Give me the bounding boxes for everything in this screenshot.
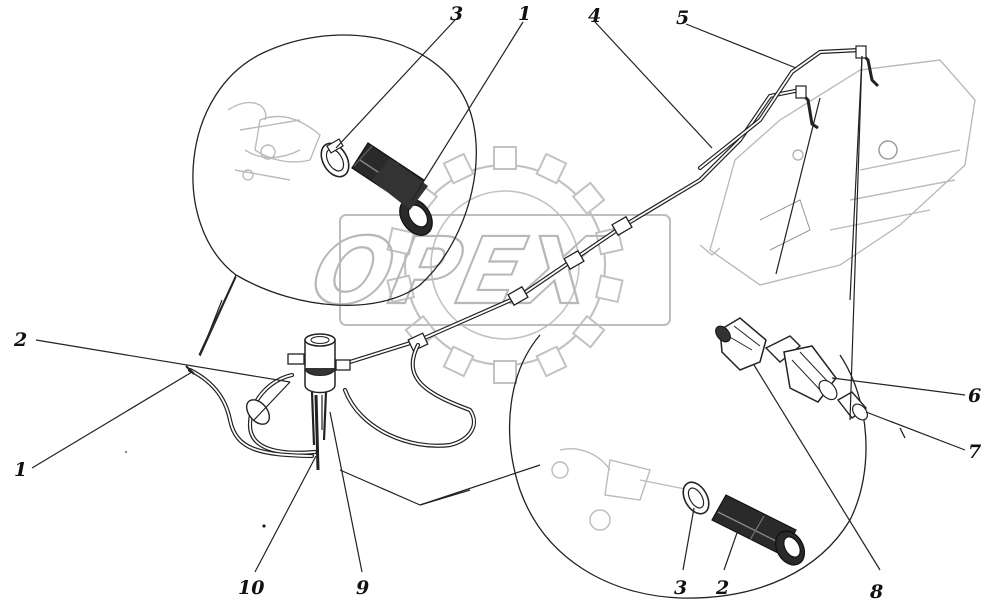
gear-tooth <box>571 181 606 216</box>
stray-dot <box>262 524 266 528</box>
callout-7: 7 <box>968 441 981 463</box>
stray-dot-2 <box>124 450 128 454</box>
gear-tooth <box>386 226 416 256</box>
gear-tooth <box>442 152 475 185</box>
fuel-tank <box>699 59 976 286</box>
pipe-clips <box>407 215 633 352</box>
gear-tooth <box>442 345 475 378</box>
gear-tooth <box>594 274 624 304</box>
gear-tooth <box>493 146 517 170</box>
fitting-parts <box>715 317 906 439</box>
callout-6: 6 <box>968 385 981 407</box>
callout-9: 9 <box>356 577 369 599</box>
gear-tooth <box>535 152 568 185</box>
watermark-gear <box>386 146 624 384</box>
watermark-frame <box>339 214 671 326</box>
watermark-logo: OPEX <box>302 146 671 384</box>
sleeve-part-7 <box>836 391 868 421</box>
gear-tooth <box>386 274 416 304</box>
fuel-pipe <box>185 45 880 459</box>
gear-tooth <box>493 360 517 384</box>
callout-10: 10 <box>238 577 264 599</box>
callout-3-bottom: 3 <box>674 577 687 599</box>
callout-4: 4 <box>588 5 601 27</box>
callout-labels: 3 1 4 5 2 1 6 7 10 9 3 2 8 <box>13 3 981 603</box>
callout-2-bottom: 2 <box>715 577 729 599</box>
leader-lines <box>31 19 966 573</box>
callout-1-top: 1 <box>518 3 531 25</box>
callout-8: 8 <box>869 581 883 603</box>
clamp-part-3-bottom <box>682 481 710 515</box>
gear-tooth <box>535 345 568 378</box>
callout-5: 5 <box>676 7 689 29</box>
fitting-body-part-6 <box>764 335 838 403</box>
callout-3-top: 3 <box>450 3 463 25</box>
hose-part-2-bottom <box>711 494 806 566</box>
callout-1-left: 1 <box>14 459 27 481</box>
fuel-filter-assembly <box>287 333 351 471</box>
union-nut-part-8 <box>715 317 767 371</box>
callout-2-left: 2 <box>13 329 27 351</box>
clamp-part-3-top <box>320 138 350 178</box>
detail-circle-bottom <box>508 334 867 599</box>
watermark-text: OPEX <box>303 218 609 325</box>
